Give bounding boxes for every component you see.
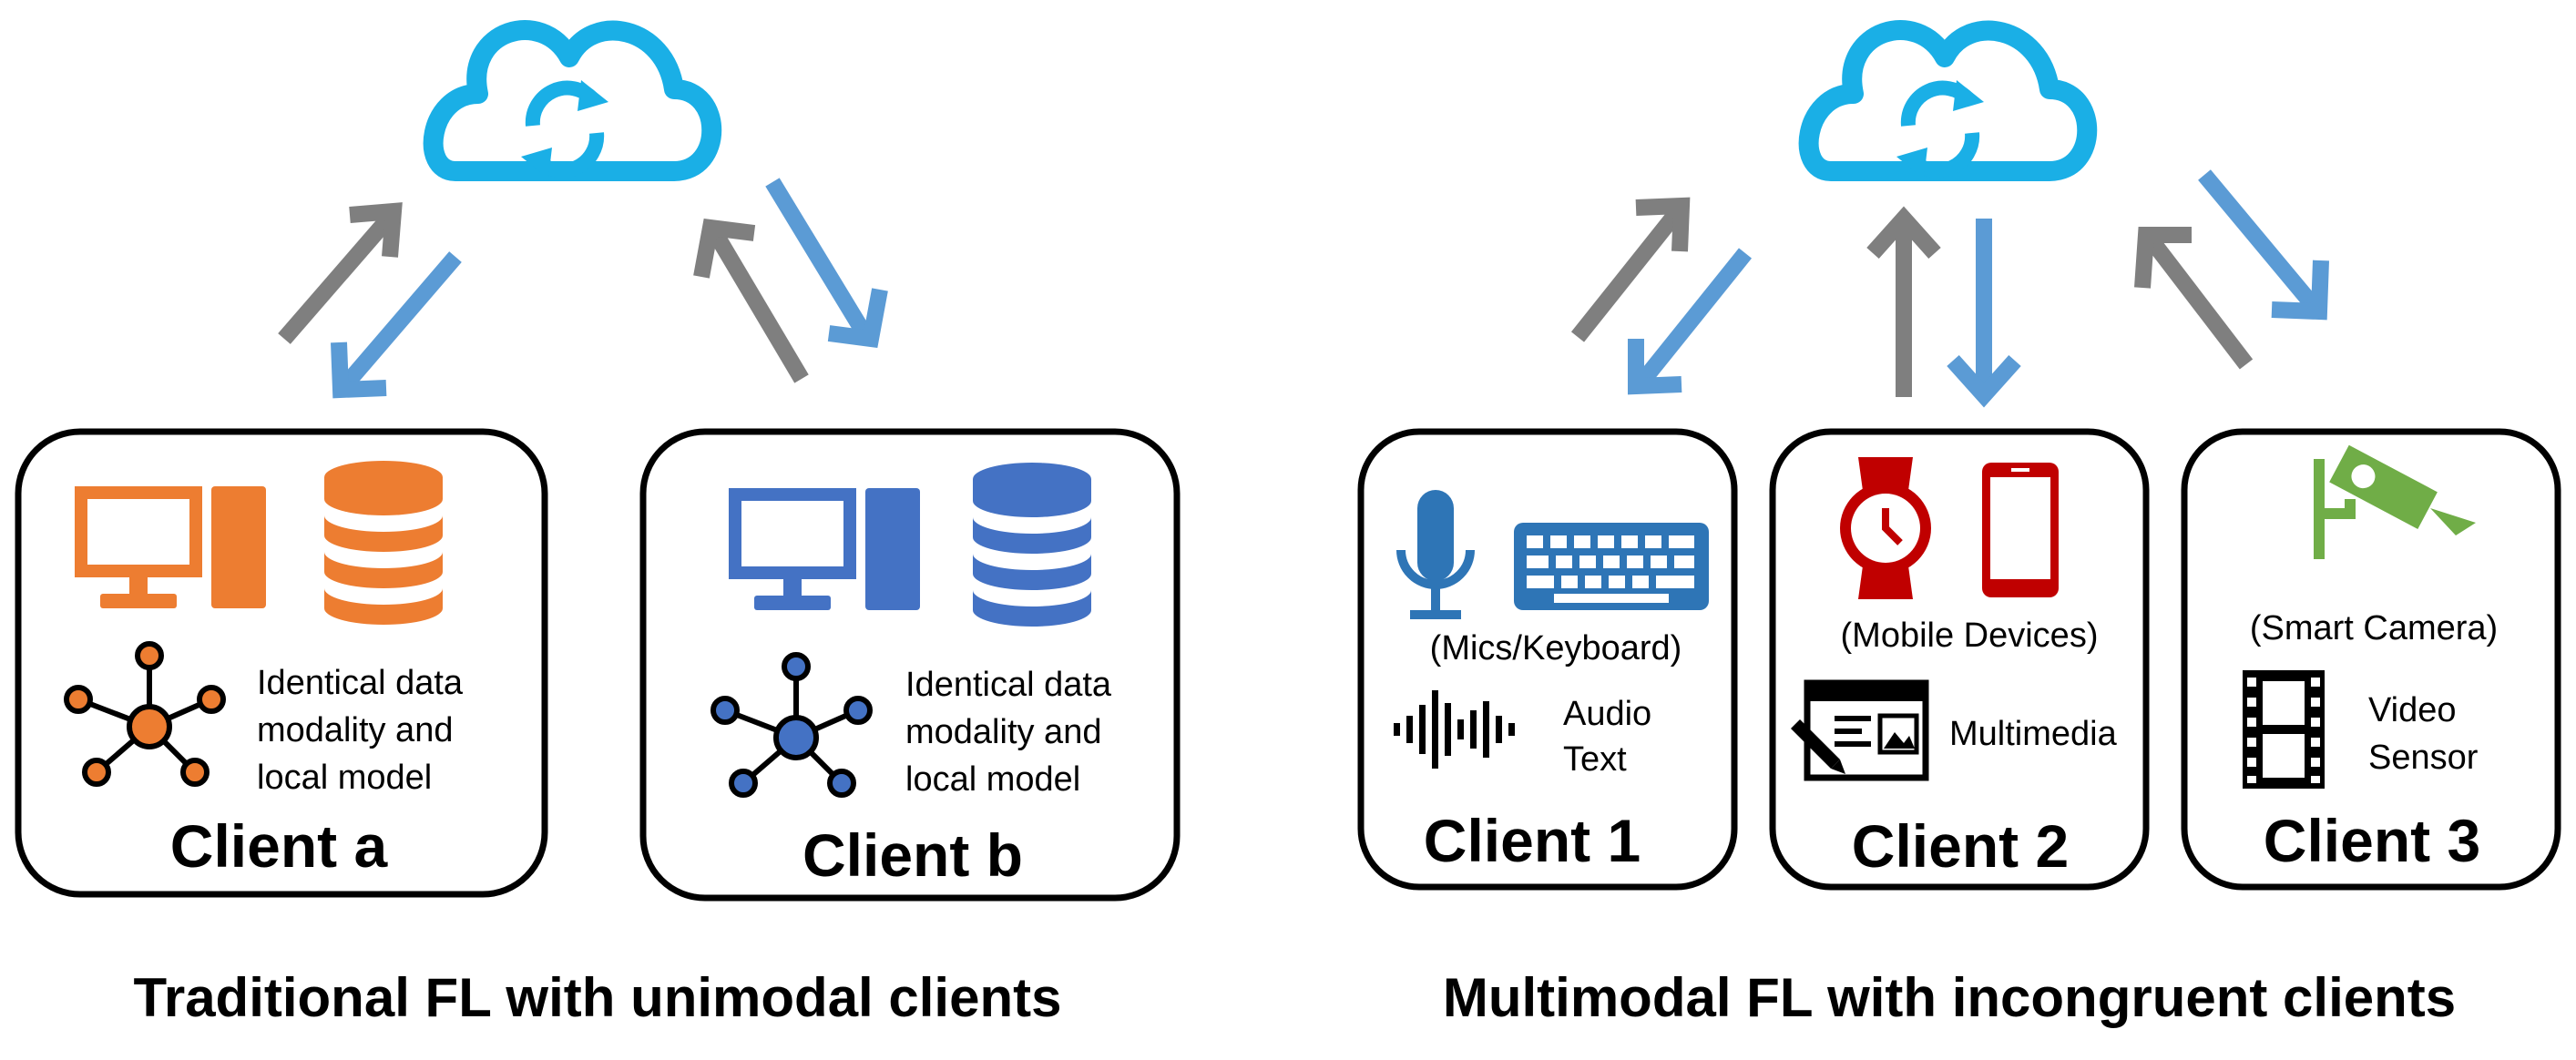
microphone-icon	[1396, 490, 1475, 619]
client-b-desc-line-3: local model	[905, 760, 1080, 799]
right-caption: Multimodal FL with incongruent clients	[1443, 967, 2456, 1028]
arrows-client-b	[693, 178, 888, 383]
client-1-devices: (Mics/Keyboard)	[1430, 629, 1682, 668]
audio-waveform-icon	[1394, 690, 1515, 769]
client-a-title: Client a	[170, 812, 389, 880]
client-3-title: Client 3	[2264, 807, 2480, 874]
arrows-client-3	[2134, 169, 2329, 370]
client-b-desc-line-1: Identical data	[905, 666, 1112, 704]
client-b-desc-line-2: modality and	[905, 713, 1101, 751]
client-2-title: Client 2	[1852, 812, 2069, 880]
film-strip-icon	[2243, 670, 2325, 789]
client-a-desc-line-2: modality and	[257, 711, 453, 749]
client-card-3: (Smart Camera) Video Sensor Client 3	[2181, 428, 2561, 891]
client-a-desc-line-1: Identical data	[257, 664, 464, 702]
client-b-title: Client b	[802, 821, 1023, 889]
client-card-b: Identical data modality and local model …	[639, 428, 1181, 902]
client-3-modality-2: Sensor	[2368, 739, 2479, 777]
right-panel: (Mics/Keyboard) Audio Text Client 1	[1357, 30, 2561, 1028]
arrows-client-2	[1866, 206, 2021, 408]
client-2-devices: (Mobile Devices)	[1841, 617, 2099, 655]
cloud-sync-icon	[434, 30, 712, 178]
keyboard-icon	[1514, 523, 1709, 610]
client-3-modality-1: Video	[2368, 691, 2457, 729]
security-camera-icon	[2314, 444, 2476, 559]
left-caption: Traditional FL with unimodal clients	[134, 967, 1062, 1028]
cloud-sync-icon	[1809, 30, 2088, 178]
left-panel: Identical data modality and local model …	[15, 30, 1181, 1028]
client-1-modality-2: Text	[1563, 740, 1627, 779]
multimedia-editor-icon	[1791, 679, 1929, 781]
network-hub-icon	[710, 652, 873, 798]
smartwatch-icon	[1840, 457, 1931, 599]
client-card-a: Identical data modality and local model …	[15, 428, 548, 898]
arrows-client-1	[1570, 197, 1753, 395]
client-card-1: (Mics/Keyboard) Audio Text Client 1	[1357, 428, 1738, 891]
client-a-desc-line-3: local model	[257, 759, 432, 797]
client-1-title: Client 1	[1424, 807, 1641, 874]
smartphone-icon	[1982, 463, 2059, 597]
client-3-devices: (Smart Camera)	[2250, 609, 2498, 647]
arrows-client-a	[278, 202, 462, 399]
client-card-2: (Mobile Devices) Multimedia Client 2	[1769, 428, 2150, 891]
network-hub-icon	[64, 641, 226, 787]
client-2-modality-1: Multimedia	[1949, 715, 2118, 753]
client-1-modality-1: Audio	[1563, 695, 1651, 733]
